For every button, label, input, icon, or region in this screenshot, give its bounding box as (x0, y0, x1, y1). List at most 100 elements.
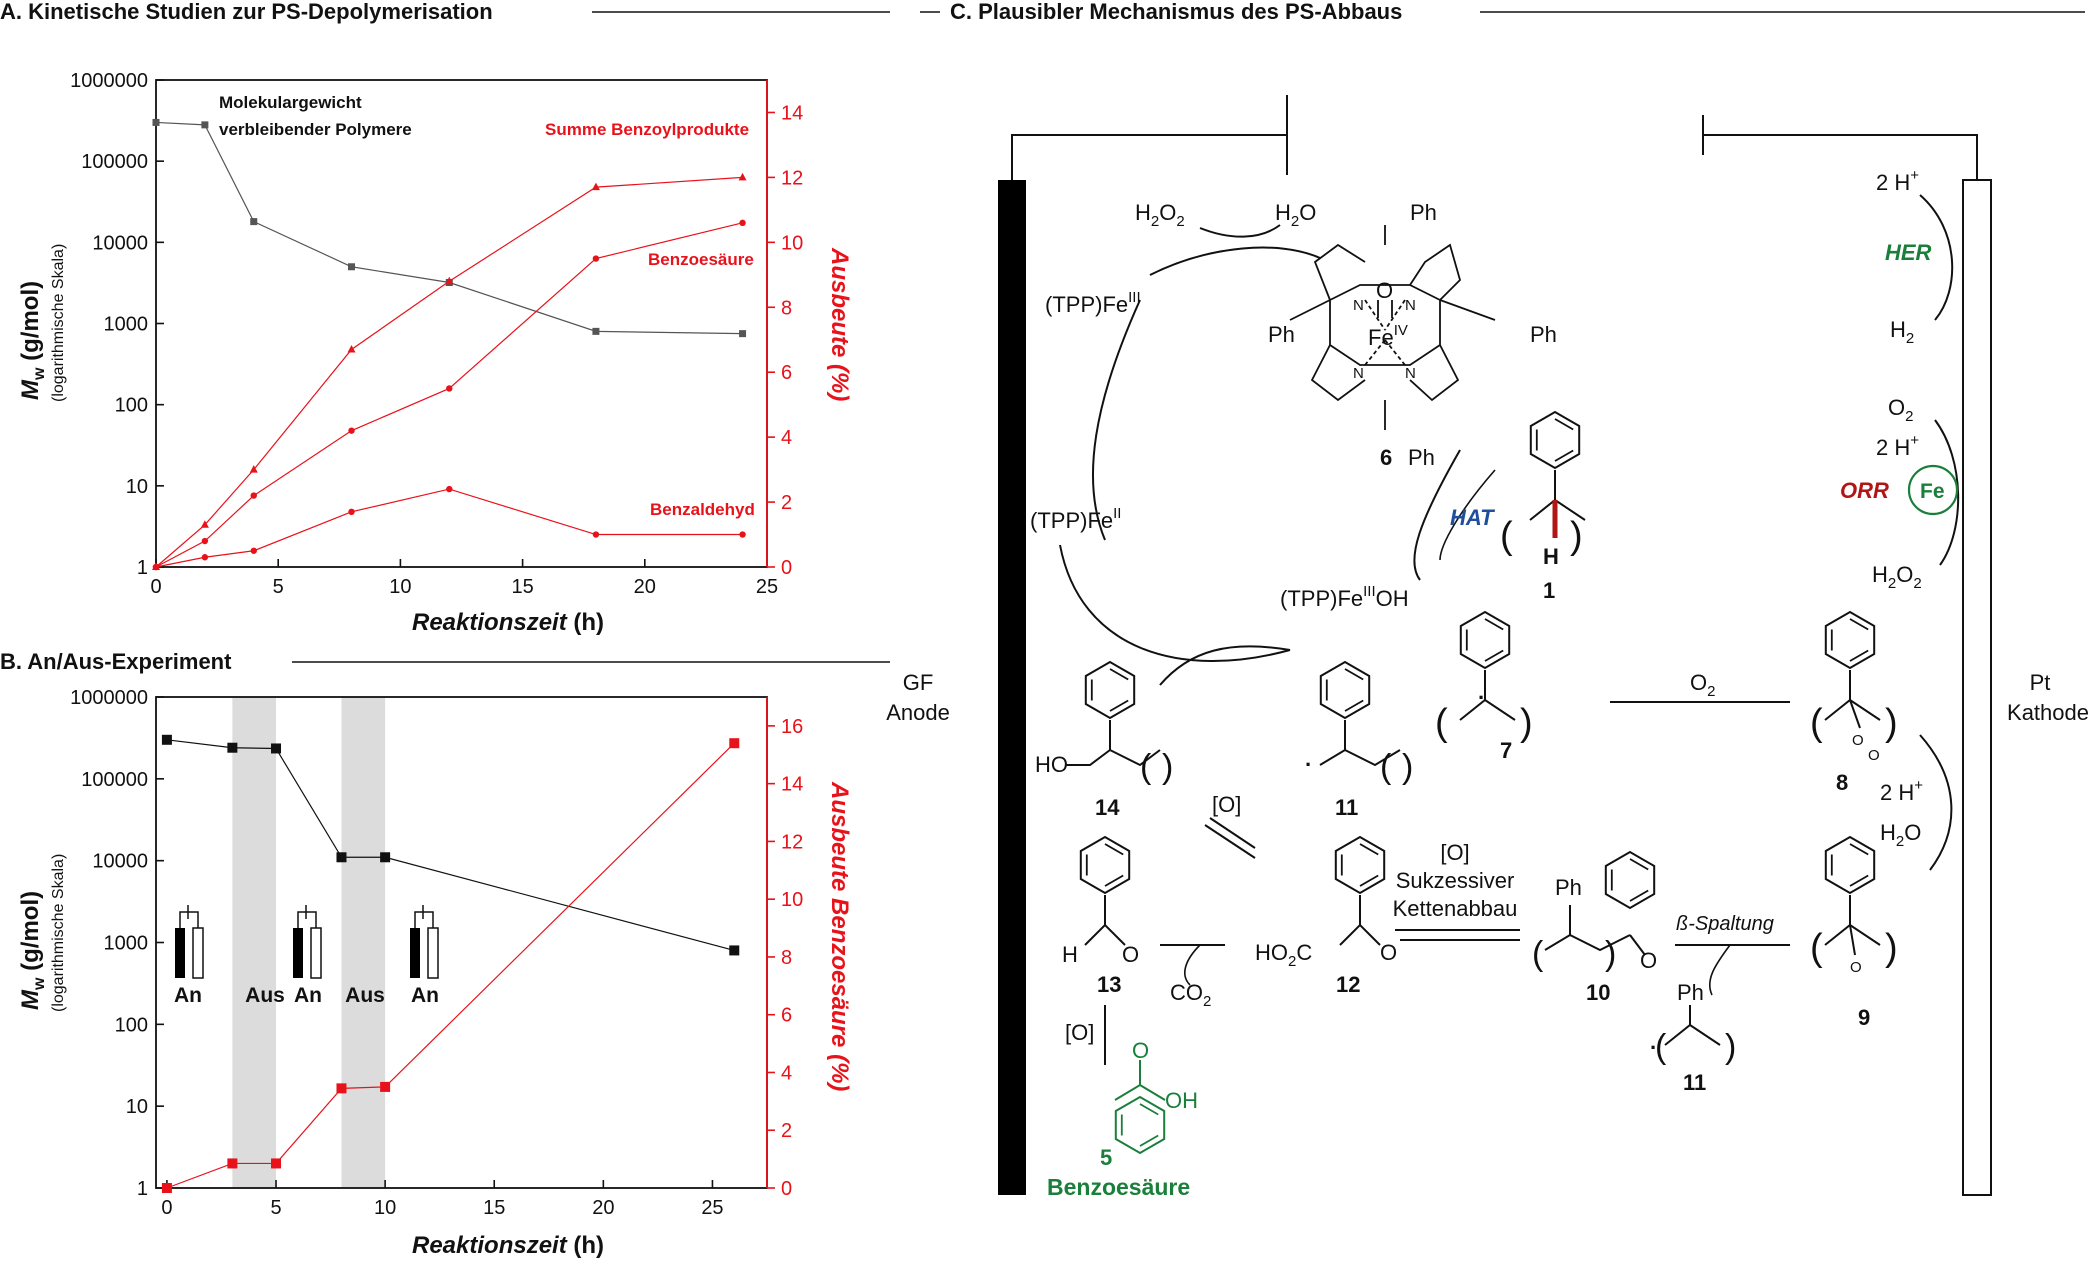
series-point-0 (201, 121, 209, 129)
series-line-0 (155, 121, 743, 335)
porph-n1: N (1353, 297, 1364, 314)
c14-paren-l: ( (1140, 748, 1152, 786)
off-period-shade (232, 697, 277, 1188)
benzene-ring (1459, 610, 1511, 670)
benzene-double-bonds (1085, 843, 1124, 887)
porphyrin-6 (1289, 225, 1496, 430)
y-tick-label: 1 (137, 557, 148, 579)
benzene-rings (1079, 410, 1876, 1155)
ox-14-12: [O] (1212, 792, 1241, 817)
benzene-ring (1824, 835, 1876, 895)
orr-arrow (1934, 419, 1960, 566)
c11a-paren-r: ) (1402, 748, 1413, 786)
ph-left: Ph (1268, 322, 1295, 347)
c14-paren-r: ) (1162, 748, 1173, 786)
ph-right: Ph (1530, 322, 1557, 347)
c1-paren-r: ) (1570, 515, 1583, 557)
phase-label: An (411, 984, 439, 1007)
c1-paren-l: ( (1500, 515, 1513, 557)
y-tick-label: 1000 (104, 933, 149, 955)
c9-paren-l: ( (1810, 927, 1823, 969)
arrow-14-12-double (1209, 817, 1256, 849)
benzene-ring (1529, 410, 1581, 470)
svg-text:(logarithmische Skala): (logarithmische Skala) (50, 854, 67, 1012)
gf-anode (998, 180, 1026, 1195)
panel-b-title: B. An/Aus-Experiment (0, 649, 232, 674)
panel-a-ylabel: Mw (g/mol) (17, 281, 48, 400)
c10-o: O (1640, 948, 1657, 973)
beta-branch (1708, 944, 1731, 996)
chain-label-3: Kettenabbau (1393, 896, 1518, 921)
anode-label-2: Anode (886, 700, 950, 725)
label-8: 8 (1836, 770, 1848, 795)
panel-a-series (152, 118, 747, 571)
benzene-double-bonds (1120, 1103, 1159, 1147)
series-point-0 (250, 218, 258, 226)
benzene-ring (1079, 835, 1131, 895)
series-line-0 (166, 739, 735, 952)
panel-a-ylabel-note: (logarithmische Skala) (50, 244, 67, 402)
h2-label: H2 (1890, 317, 1914, 347)
cell-wire-icon (179, 911, 199, 928)
phase-label: Aus (345, 984, 385, 1007)
series-point-1 (445, 276, 454, 285)
svg-text:Ausbeute Benzoesäure (%): Ausbeute Benzoesäure (%) (826, 781, 853, 1091)
y-tick-label: 100 (115, 1014, 148, 1036)
hat-label: HAT (1450, 505, 1495, 530)
panel-a-title: A. Kinetische Studien zur PS-Depolymeris… (0, 0, 493, 24)
series-point-0 (161, 734, 172, 745)
pt-cathode (1962, 179, 1992, 1196)
series-line-1 (166, 742, 735, 1189)
porph-n3: N (1353, 365, 1364, 382)
panel-c: C. Plausibler Mechanismus des PS-Abbaus … (886, 0, 2089, 1200)
series-point-0 (227, 742, 238, 753)
series-point-2 (201, 537, 209, 545)
series-point-2 (250, 492, 257, 499)
beta-label: ß-Spaltung (1676, 913, 1774, 935)
cell-anode-icon (175, 928, 185, 978)
y2-tick-label: 6 (781, 1005, 792, 1027)
fe3oh-label: (TPP)FeIIIOH (1280, 583, 1409, 611)
c11b-ph: Ph (1677, 980, 1704, 1005)
compound-13-skeleton (1084, 895, 1126, 946)
cell-cathode-icon (427, 927, 439, 979)
annot-ald: Benzaldehyd (650, 500, 755, 519)
series-point-2 (739, 219, 746, 227)
series-point-1 (347, 344, 356, 353)
y-tick-label: 1000 (104, 314, 149, 336)
c8-o1: O (1852, 732, 1864, 749)
panel-b-ylabel: Mw (g/mol) (17, 891, 48, 1010)
series-point-0 (271, 743, 282, 754)
label-1: 1 (1543, 578, 1555, 603)
c8-2h: 2 H+ (1880, 777, 1923, 805)
porph-n4: N (1405, 365, 1416, 382)
fe-catalyst-circle (1907, 464, 1959, 516)
phase-label: An (174, 984, 202, 1007)
c10-paren-r: ) (1605, 935, 1616, 973)
panel-c-title: C. Plausibler Mechanismus des PS-Abbaus (950, 0, 1402, 24)
y2-tick-label: 10 (781, 889, 803, 911)
panel-b-y2label: Ausbeute Benzoesäure (%) (826, 781, 853, 1091)
series-point-2 (592, 255, 600, 262)
c8-h2o: H2O (1880, 820, 1921, 850)
compound-5-skeleton (1114, 1060, 1166, 1101)
y2-tick-label: 4 (781, 427, 792, 449)
compound-1-skeleton (1529, 470, 1586, 538)
label-11b: 11 (1683, 1070, 1706, 1095)
y-tick-label: 1000000 (70, 70, 148, 92)
series-point-2 (348, 427, 355, 434)
benzene-double-bonds (1340, 843, 1379, 887)
fe-catalyst-label: Fe (1920, 480, 1945, 503)
svg-text:Mw (g/mol): Mw (g/mol) (17, 281, 48, 400)
c11b-paren-l: ( (1655, 1028, 1667, 1066)
arrow-to-14 (1159, 645, 1291, 686)
off-period-shade (341, 697, 386, 1188)
panel-a: A. Kinetische Studien zur PS-Depolymeris… (0, 0, 890, 636)
chain-label-1: [O] (1440, 840, 1469, 865)
c12-o: O (1380, 940, 1397, 965)
c11b-dot: · (1650, 1035, 1657, 1060)
x-tick-label: 5 (273, 576, 284, 598)
series-point-3 (348, 508, 355, 516)
c7-paren-r: ) (1520, 702, 1533, 744)
h2o2-label: H2O2 (1135, 200, 1185, 230)
